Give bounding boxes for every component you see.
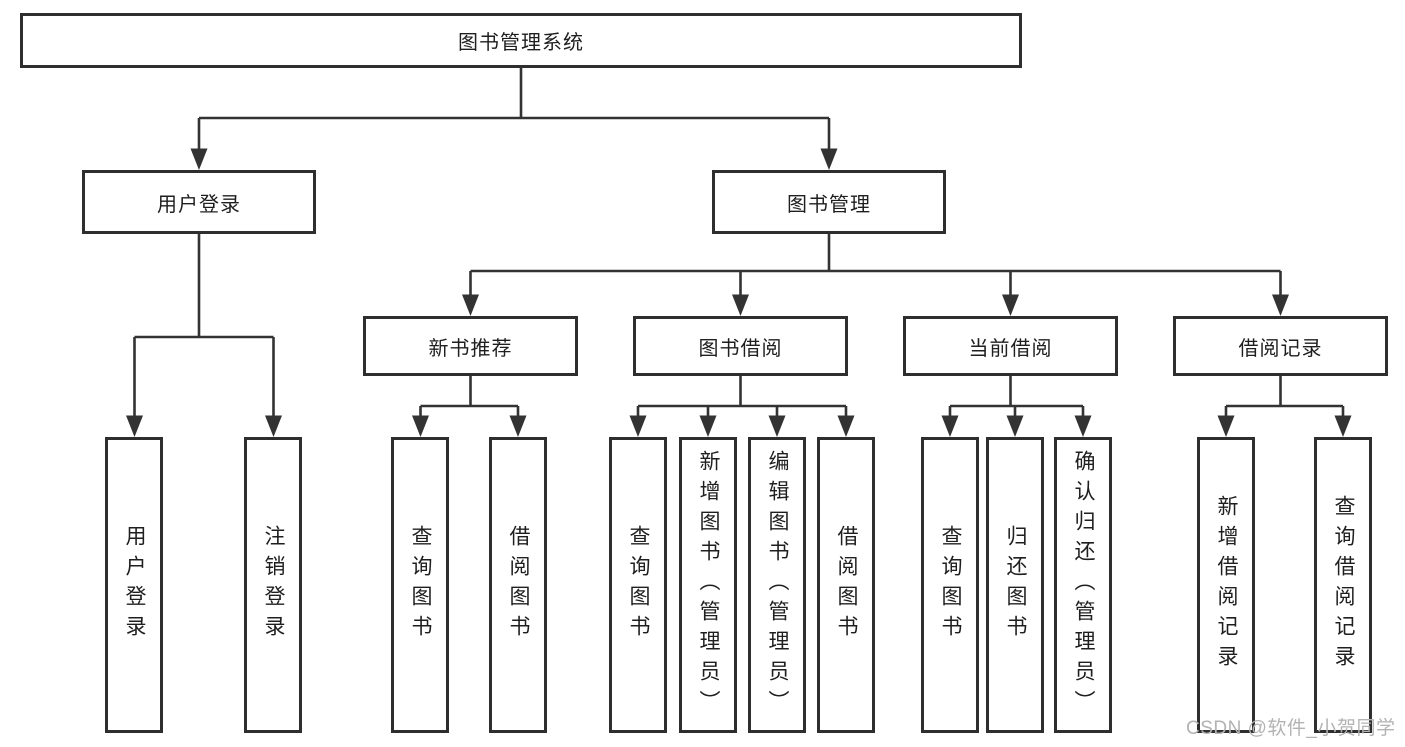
node-library-management-system: 图书管理系统	[20, 13, 1022, 68]
node-book-management: 图书管理	[712, 170, 946, 234]
leaf-return-books: 归还图书	[986, 437, 1044, 733]
leaf-add-books-admin: 新增图书（管理员）	[679, 437, 737, 733]
leaf-logout: 注销登录	[244, 437, 302, 733]
leaf-query-books-current: 查询图书	[921, 437, 979, 733]
leaf-query-books-recommend: 查询图书	[391, 437, 449, 733]
node-current-borrowing: 当前借阅	[903, 316, 1118, 376]
leaf-borrow-books-borrowing: 借阅图书	[817, 437, 875, 733]
leaf-query-borrow-record: 查询借阅记录	[1314, 437, 1372, 733]
node-borrowing-records: 借阅记录	[1173, 316, 1388, 376]
leaf-query-books-borrowing: 查询图书	[609, 437, 667, 733]
node-new-book-recommendation: 新书推荐	[363, 316, 578, 376]
leaf-add-borrow-record: 新增借阅记录	[1197, 437, 1255, 733]
leaf-user-login: 用户登录	[105, 437, 163, 733]
node-user-login: 用户登录	[82, 170, 316, 234]
csdn-watermark: CSDN @软件_小贺同学	[1186, 718, 1396, 739]
leaf-edit-books-admin: 编辑图书（管理员）	[748, 437, 806, 733]
leaf-confirm-return-admin: 确认归还（管理员）	[1054, 437, 1112, 733]
node-book-borrowing: 图书借阅	[633, 316, 848, 376]
leaf-borrow-books-recommend: 借阅图书	[489, 437, 547, 733]
